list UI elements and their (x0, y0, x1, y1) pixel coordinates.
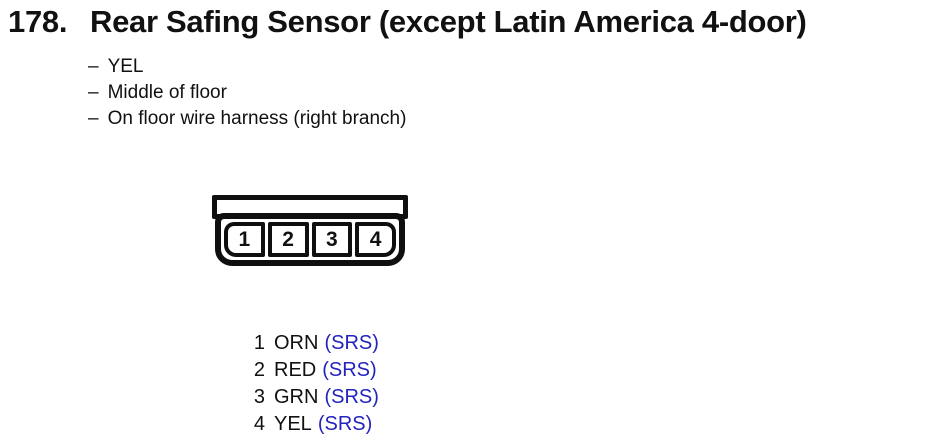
pin-number-label: 1 (238, 227, 251, 251)
circuit-link-srs[interactable]: (SRS) (324, 386, 379, 408)
pin-number-label: 2 (282, 227, 294, 251)
note-dash: – (88, 108, 99, 129)
note-text: Middle of floor (107, 82, 227, 103)
note-item: –On floor wire harness (right branch) (88, 106, 406, 132)
wire-color: ORN (274, 332, 319, 354)
pin-number-label: 3 (326, 227, 338, 251)
pin-number-label: 4 (369, 227, 382, 251)
wire-color: YEL (274, 413, 312, 435)
pin-number: 4 (253, 413, 265, 435)
circuit-link-srs[interactable]: (SRS) (324, 332, 379, 354)
notes-list: –YEL –Middle of floor –On floor wire har… (88, 54, 406, 132)
connector-pin-4: 4 (355, 222, 396, 257)
note-text: On floor wire harness (right branch) (107, 108, 407, 129)
pin-number: 1 (253, 332, 265, 354)
wire-color: GRN (274, 386, 319, 408)
pin-number: 3 (253, 386, 265, 408)
connector-diagram: 1 2 3 4 (212, 195, 408, 266)
connector-body: 1 2 3 4 (215, 213, 405, 266)
pin-row: 1 ORN(SRS) (250, 330, 379, 357)
wire-color: RED (274, 359, 317, 381)
note-dash: – (88, 82, 99, 103)
pin-row: 3 GRN(SRS) (250, 384, 379, 411)
connector-pin-3: 3 (311, 222, 353, 257)
pin-row: 2 RED(SRS) (250, 357, 379, 384)
note-dash: – (88, 56, 99, 77)
section-title-text: Rear Safing Sensor (except Latin America… (90, 4, 807, 39)
circuit-link-srs[interactable]: (SRS) (322, 359, 377, 381)
note-item: –Middle of floor (88, 80, 406, 106)
note-text: YEL (107, 56, 144, 77)
connector-pin-1: 1 (224, 222, 265, 257)
pin-row: 4 YEL(SRS) (250, 411, 379, 438)
section-number: 178. (8, 4, 68, 39)
pin-number: 2 (253, 359, 265, 381)
circuit-link-srs[interactable]: (SRS) (317, 413, 373, 435)
connector-pin-2: 2 (267, 222, 309, 257)
page-title: 178. Rear Safing Sensor (except Latin Am… (8, 4, 807, 40)
note-item: –YEL (88, 54, 406, 80)
